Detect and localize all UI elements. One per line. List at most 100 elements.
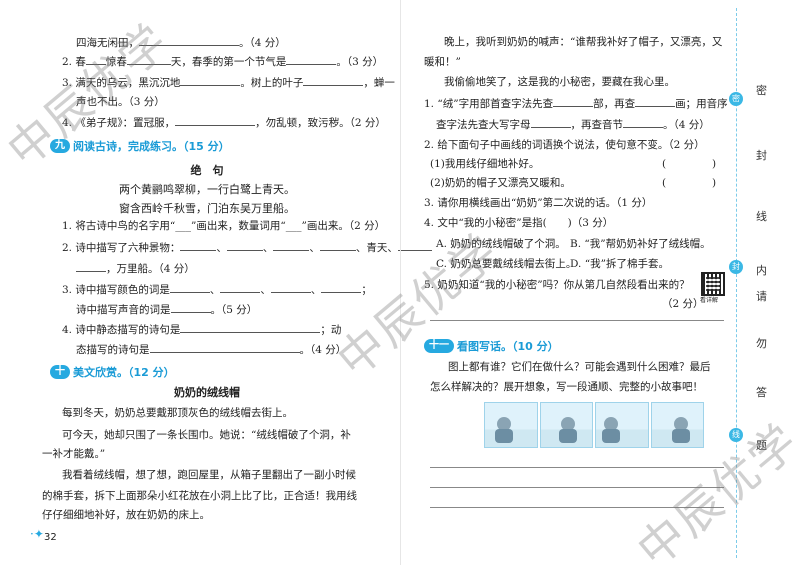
answer-blank[interactable] [553, 96, 594, 107]
section-title: 看图写话。（10 分） [457, 340, 559, 353]
section-title: 阅读古诗，完成练习。（15 分） [73, 140, 230, 153]
reading-question-2: 2. 给下面句子中画线的词语换个说法，使句意不变。（2 分） [424, 139, 705, 151]
reading-question-5: 5. 奶奶知道“我的小秘密”吗？你从第几自然段看出来的？ [424, 279, 690, 291]
answer-blank[interactable] [273, 240, 310, 251]
poem-question-3-cont: 诗中描写声音的词是。（5 分） [76, 302, 258, 316]
poem-line-2: 窗含西岭千秋雪，门泊东吴万里船。 [119, 202, 295, 215]
writing-line[interactable] [430, 507, 724, 508]
answer-blank[interactable] [397, 240, 432, 251]
answer-blank[interactable] [530, 117, 571, 128]
writing-prompt: 怎么样解决的？展开想象，写一段通顺、完整的小故事吧！ [430, 381, 703, 393]
answer-blank[interactable] [635, 96, 676, 107]
fill-line-2: 2. 春惊春天，春季的第一个节气是。（3 分） [62, 54, 384, 68]
seal-dot: 线 [729, 428, 743, 442]
answer-blank[interactable] [286, 54, 337, 65]
answer-blank[interactable] [126, 54, 171, 65]
section-number: 十一 [424, 339, 454, 353]
reading-question-1: 1. “绒”字用部首查字法先查部，再查画；用音序 [424, 96, 728, 110]
answer-blank[interactable] [319, 240, 356, 251]
answer-blank[interactable] [226, 240, 263, 251]
comic-panel-image [539, 402, 593, 448]
writing-line[interactable] [430, 487, 724, 488]
answer-blank[interactable] [180, 240, 217, 251]
article-paragraph: 每到冬天，奶奶总要戴那顶灰色的绒线帽去街上。 [62, 407, 293, 419]
fill-line-5: 4. 《弟子规》：置冠服，，勿乱顿，致污秽。（2 分） [62, 115, 386, 129]
article-paragraph: 我看着绒线帽，想了想，跑回屋里，从箱子里翻出了一副小时候 [62, 469, 356, 481]
article-title: 奶奶的绒线帽 [174, 386, 240, 399]
poem-question-2-cont: ，万里船。（4 分） [76, 261, 195, 276]
answer-blank[interactable] [175, 115, 256, 126]
answer-blank[interactable] [139, 35, 239, 46]
page-number: 32 [44, 532, 57, 543]
poem-question-3: 3. 诗中描写颜色的词是、、、； [62, 282, 372, 296]
answer-blank[interactable] [85, 54, 106, 65]
comic-panel-image [484, 402, 538, 448]
picture-strip [484, 402, 704, 448]
answer-blank[interactable] [76, 261, 106, 272]
option-d[interactable]: D. “我”拆了棉手套。 [570, 258, 669, 270]
seal-char: 请 [756, 290, 767, 303]
seal-dot: 密 [729, 92, 743, 106]
writing-line[interactable] [430, 467, 724, 468]
comic-panel-image [595, 402, 649, 448]
answer-blank[interactable] [220, 282, 261, 293]
poem-question-1: 1. 将古诗中鸟的名字用“___”画出来，数量词用“___”画出来。（2 分） [62, 220, 386, 232]
option-a[interactable]: A. 奶奶的绒线帽破了个洞。 [436, 238, 566, 250]
seal-dashed-line [736, 8, 737, 558]
fill-line-3: 3. 满天的乌云，黑沉沉地。树上的叶子，蝉一 [62, 75, 395, 89]
poem-line-1: 两个黄鹂鸣翠柳，一行白鹭上青天。 [119, 183, 295, 196]
page-number-decoration: ·✦ [30, 527, 44, 541]
answer-blank[interactable] [180, 322, 321, 333]
writing-prompt: 图上都有谁？它们在做什么？可能会遇到什么困难？最后 [448, 361, 711, 373]
poem-question-4: 4. 诗中静态描写的诗句是；动 [62, 322, 342, 336]
seal-char: 勿 [756, 337, 767, 350]
answer-blank[interactable] [180, 75, 241, 86]
poem-question-4-cont: 态描写的诗句是。（4 分） [76, 342, 347, 356]
seal-dot: 封 [729, 260, 743, 274]
article-paragraph: 我偷偷地笑了，这是我的小秘密，要藏在我心里。 [444, 76, 675, 88]
section-9-header: 九 阅读古诗，完成练习。（15 分） [50, 138, 230, 154]
answer-line[interactable] [430, 320, 724, 321]
seal-char: 答 [756, 386, 767, 399]
reading-question-5-score: （2 分） [662, 298, 704, 310]
answer-blank[interactable] [321, 282, 362, 293]
article-paragraph: 仔仔细细地补好，放在奶奶的床上。 [42, 509, 210, 521]
reading-question-2-a: (1)我用线仔细地补好。() [430, 158, 717, 170]
section-title: 美文欣赏。（12 分） [73, 366, 175, 379]
answer-blank[interactable] [303, 75, 364, 86]
reading-question-4: 4. 文中“我的小秘密”是指( )（3 分） [424, 217, 614, 229]
comic-panel-image [650, 402, 704, 448]
answer-blank[interactable] [270, 282, 311, 293]
seal-char: 线 [756, 210, 767, 223]
option-c[interactable]: C. 奶奶总要戴绒线帽去街上。 [436, 258, 577, 270]
section-10-header: 十 美文欣赏。（12 分） [50, 364, 175, 380]
fill-line-1: 四海无闲田，。（4 分） [76, 35, 286, 49]
seal-char: 封 [756, 149, 767, 162]
article-paragraph: 的棉手套，拆下上面那朵小红花放在小洞上比了比，正合适！我用线 [42, 490, 357, 502]
poem-question-2: 2. 诗中描写了六种景物：、、、、青天、 [62, 240, 432, 255]
article-paragraph: 可今天，她却只围了一条长围巾。她说：“绒线帽破了个洞，补 [62, 429, 351, 441]
column-divider [400, 0, 401, 565]
answer-blank[interactable] [170, 302, 211, 313]
option-b[interactable]: B. “我”帮奶奶补好了绒线帽。 [570, 238, 711, 250]
seal-char: 内 [756, 264, 767, 277]
reading-question-1-cont: 查字法先查大写字母，再查音节。（4 分） [436, 117, 710, 131]
article-paragraph: 晚上，我听到奶奶的喊声：“谁帮我补好了帽子，又漂亮，又 [444, 36, 723, 48]
poem-title: 绝 句 [190, 164, 224, 177]
article-paragraph: 暖和！” [424, 56, 461, 68]
seal-char: 题 [756, 439, 767, 452]
section-11-header: 十一 看图写话。（10 分） [424, 338, 559, 354]
reading-question-3: 3. 请你用横线画出“奶奶”第二次说的话。（1 分） [424, 197, 653, 209]
seal-line-sidebar: 密 封 线 密 封 线 内 请 勿 答 题 [720, 0, 800, 565]
qr-code-icon[interactable] [701, 272, 725, 296]
article-paragraph: 一补才能戴。” [42, 448, 106, 460]
fill-line-4: 声也不出。（3 分） [76, 96, 165, 108]
section-number: 九 [50, 139, 70, 153]
reading-question-2-b: (2)奶奶的帽子又漂亮又暖和。() [430, 177, 717, 189]
seal-char: 密 [756, 84, 767, 97]
section-number: 十 [50, 365, 70, 379]
answer-blank[interactable] [169, 282, 210, 293]
qr-label: 看详解 [700, 297, 719, 304]
answer-blank[interactable] [149, 342, 300, 353]
answer-blank[interactable] [623, 117, 663, 128]
